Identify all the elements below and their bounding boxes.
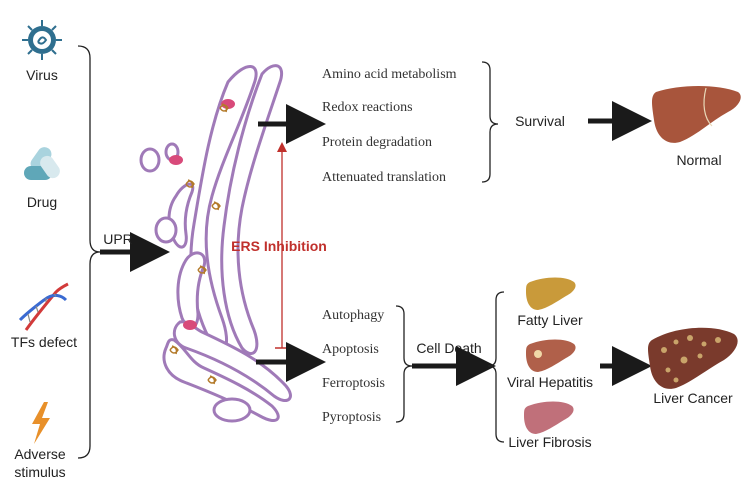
tfs-defect-label: TFs defect: [11, 334, 77, 350]
unfolded-proteins: [169, 103, 229, 385]
survival-item: Amino acid metabolism: [322, 67, 457, 82]
upr-label: UPR: [103, 231, 133, 247]
cell-death-label: Cell Death: [416, 340, 481, 356]
inhibition-arrowhead: [277, 142, 287, 152]
liver-cancer-label: Liver Cancer: [653, 390, 733, 406]
disease-bracket: [487, 291, 505, 443]
hepatitis-lesion: [534, 350, 542, 358]
stimuli-bracket: [77, 45, 101, 459]
liver-cancer-icon: [648, 327, 738, 389]
fibrosis-liver-icon: [524, 401, 574, 434]
virus-icon: [22, 20, 62, 60]
disease-label: Viral Hepatitis: [507, 374, 593, 390]
death-item: Autophagy: [322, 308, 384, 323]
normal-liver-icon: [652, 86, 741, 143]
fatty-liver-icon: [526, 277, 576, 310]
ribosomes: [169, 99, 235, 330]
drug-label: Drug: [27, 194, 57, 210]
stimulus-label: stimulus: [14, 464, 65, 480]
disease-label: Fatty Liver: [517, 312, 583, 328]
survival-item: Redox reactions: [322, 100, 413, 115]
disease-label: Liver Fibrosis: [508, 434, 591, 450]
death-bracket: [395, 305, 413, 423]
virus-label: Virus: [26, 67, 58, 83]
hepatitis-liver-icon: [526, 339, 576, 372]
normal-liver-lobe-line: [703, 87, 713, 127]
drug-icon: [24, 147, 60, 180]
lightning-icon: [32, 402, 50, 444]
death-item: Pyroptosis: [322, 410, 381, 425]
survival-item: Attenuated translation: [322, 170, 446, 185]
death-item: Ferroptosis: [322, 376, 385, 391]
inhibition-label: ERS Inhibition: [231, 238, 327, 254]
dna-icon: [18, 282, 69, 331]
survival-item: Protein degradation: [322, 135, 432, 150]
death-item: Apoptosis: [322, 342, 379, 357]
tumor-nodules: [661, 335, 721, 383]
survival-bracket: [481, 61, 499, 183]
endoplasmic-reticulum: [139, 64, 292, 423]
adverse-label: Adverse: [14, 446, 66, 462]
survival-label: Survival: [515, 113, 565, 129]
normal-label: Normal: [676, 152, 721, 168]
